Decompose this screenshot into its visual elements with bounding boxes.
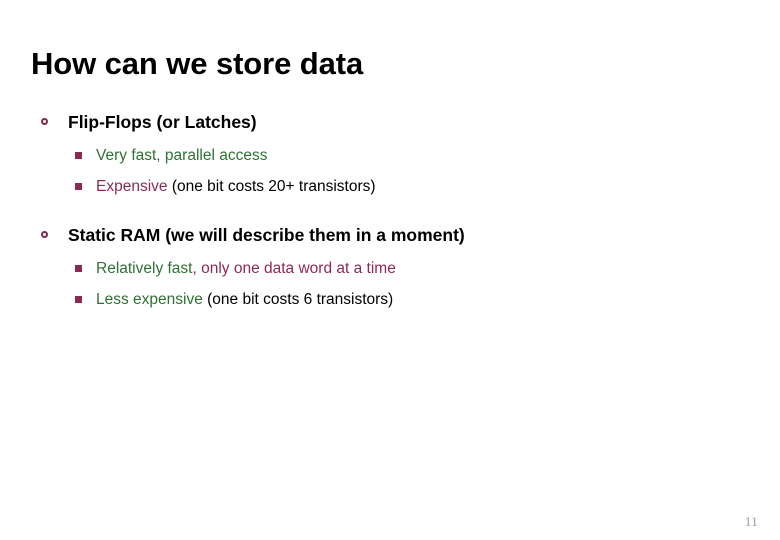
list-item-level2-label: Very fast, parallel access	[96, 147, 267, 164]
text-run-maroon: Expensive	[96, 178, 168, 195]
text-run-maroon: , only one data word at a time	[192, 260, 396, 277]
circle-bullet-icon	[41, 118, 48, 125]
bullet-list: Flip-Flops (or Latches) Very fast, paral…	[0, 110, 780, 312]
square-bullet-icon	[75, 265, 82, 272]
list-item-level1-label: Flip-Flops (or Latches)	[68, 112, 257, 132]
page-title: How can we store data	[31, 46, 364, 81]
square-bullet-icon	[75, 183, 82, 190]
circle-bullet-icon	[41, 231, 48, 238]
square-bullet-icon	[75, 152, 82, 159]
list-item-level2-label: Less expensive (one bit costs 6 transist…	[96, 291, 393, 308]
list-item-level2[interactable]: Less expensive (one bit costs 6 transist…	[0, 288, 780, 312]
slide-page-number: 11	[744, 514, 758, 529]
list-item-level1[interactable]: Static RAM (we will describe them in a m…	[0, 223, 780, 250]
text-run-green: Less expensive	[96, 291, 203, 308]
text-run-black: (one bit costs 20+ transistors)	[167, 178, 376, 195]
bullet-group-1: Flip-Flops (or Latches) Very fast, paral…	[0, 110, 780, 199]
bullet-group-2: Static RAM (we will describe them in a m…	[0, 223, 780, 312]
text-run-green: Very fast, parallel access	[96, 147, 268, 164]
sub-list-1: Very fast, parallel access Expensive (on…	[0, 144, 780, 199]
sub-list-2: Relatively fast, only one data word at a…	[0, 257, 780, 312]
text-run-black: (one bit costs 6 transistors)	[202, 291, 394, 308]
list-item-level1-label: Static RAM (we will describe them in a m…	[68, 225, 465, 245]
list-item-level2[interactable]: Very fast, parallel access	[0, 144, 780, 168]
list-item-level1[interactable]: Flip-Flops (or Latches)	[0, 110, 780, 137]
square-bullet-icon	[75, 296, 82, 303]
list-item-level2[interactable]: Relatively fast, only one data word at a…	[0, 257, 780, 281]
list-item-level2-label: Relatively fast, only one data word at a…	[96, 260, 396, 277]
list-item-level2[interactable]: Expensive (one bit costs 20+ transistors…	[0, 175, 780, 199]
text-run-green: Relatively fast	[96, 260, 193, 277]
list-item-level2-label: Expensive (one bit costs 20+ transistors…	[96, 178, 376, 195]
